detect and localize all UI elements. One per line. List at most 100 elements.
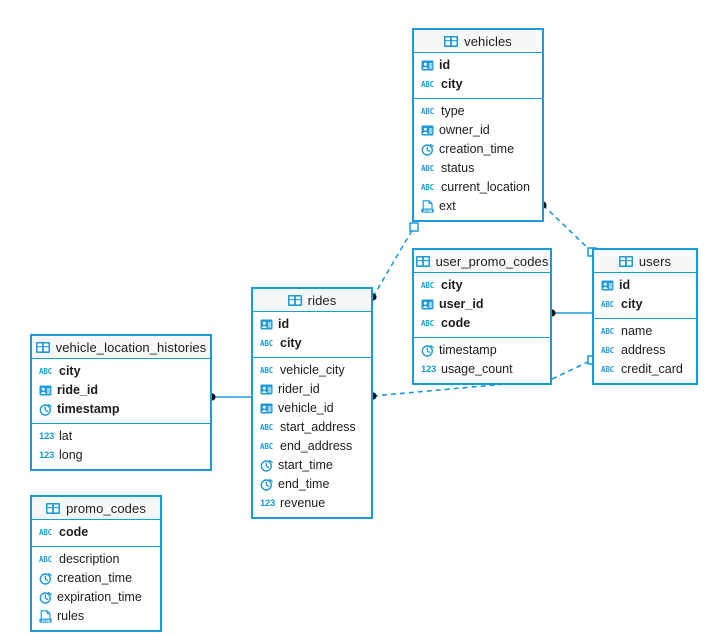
column-name: id xyxy=(278,317,290,332)
column-row[interactable]: owner_id xyxy=(414,121,542,140)
abc-text-icon: ABC xyxy=(421,163,434,173)
column-row[interactable]: user_id xyxy=(414,295,550,314)
table-header-users[interactable]: users xyxy=(594,250,696,273)
column-name: code xyxy=(59,525,89,540)
abc-text-icon: ABC xyxy=(39,527,52,537)
id-badge-icon xyxy=(260,383,273,396)
clock-icon xyxy=(39,591,52,604)
table-header-vehicles[interactable]: vehicles xyxy=(414,30,542,53)
column-row[interactable]: ABC status xyxy=(414,159,542,178)
clock-icon xyxy=(39,572,52,585)
column-name: city xyxy=(621,297,643,312)
column-name: creation_time xyxy=(439,142,515,157)
id-badge-icon xyxy=(421,298,434,311)
svg-text:JSON: JSON xyxy=(41,618,51,623)
column-row[interactable]: expiration_time xyxy=(32,588,160,607)
table-title: promo_codes xyxy=(66,500,146,516)
column-name: credit_card xyxy=(621,362,683,377)
abc-text-icon: ABC xyxy=(39,554,52,564)
abc-text-icon: ABC xyxy=(601,299,614,309)
column-row[interactable]: creation_time xyxy=(414,140,542,159)
column-row[interactable]: start_time xyxy=(253,456,371,475)
column-row[interactable]: vehicle_id xyxy=(253,399,371,418)
column-row[interactable]: ABC credit_card xyxy=(594,360,696,379)
column-row[interactable]: timestamp xyxy=(32,400,210,419)
column-row[interactable]: creation_time xyxy=(32,569,160,588)
column-row[interactable]: id xyxy=(594,276,696,295)
column-name: code xyxy=(441,316,471,331)
table-header-rides[interactable]: rides xyxy=(253,289,371,312)
table-title: vehicles xyxy=(464,33,512,49)
column-name: long xyxy=(59,448,83,463)
relationship-user_promo_codes-users xyxy=(548,309,592,317)
clock-icon xyxy=(421,143,434,156)
column-name: revenue xyxy=(280,496,326,511)
table-header-user_promo_codes[interactable]: user_promo_codes xyxy=(414,250,550,273)
table-grid-icon xyxy=(415,255,430,267)
column-row[interactable]: rider_id xyxy=(253,380,371,399)
column-name: rider_id xyxy=(278,382,320,397)
id-badge-icon xyxy=(421,124,434,137)
column-row[interactable]: ride_id xyxy=(32,381,210,400)
abc-text-icon: ABC xyxy=(260,422,273,432)
abc-text-icon: ABC xyxy=(260,441,273,451)
column-row[interactable]: ABC city xyxy=(594,295,696,314)
id-badge-icon xyxy=(39,384,52,397)
column-name: owner_id xyxy=(439,123,490,138)
table-grid-icon xyxy=(35,341,50,353)
clock-icon xyxy=(421,344,434,357)
abc-text-icon: ABC xyxy=(260,365,273,375)
id-badge-icon xyxy=(260,402,273,415)
column-row[interactable]: id xyxy=(414,56,542,75)
column-name: status xyxy=(441,161,475,176)
cardinality-one-square xyxy=(409,222,419,232)
column-row[interactable]: timestamp xyxy=(414,341,550,360)
abc-text-icon: ABC xyxy=(601,364,614,374)
id-badge-icon xyxy=(421,59,434,72)
column-row[interactable]: id xyxy=(253,315,371,334)
table-header-vehicle_location_histories[interactable]: vehicle_location_histories xyxy=(32,336,210,359)
column-name: user_id xyxy=(439,297,484,312)
abc-text-icon: ABC xyxy=(601,345,614,355)
relationship-rides-vehicles xyxy=(369,222,419,301)
column-name: vehicle_city xyxy=(280,363,345,378)
table-header-promo_codes[interactable]: promo_codes xyxy=(32,497,160,520)
id-badge-icon xyxy=(601,279,614,292)
abc-text-icon: ABC xyxy=(421,280,434,290)
column-row[interactable]: end_time xyxy=(253,475,371,494)
column-row[interactable]: ABC vehicle_city xyxy=(253,361,371,380)
123-number-icon: 123 xyxy=(39,430,54,442)
column-row[interactable]: ABC code xyxy=(32,523,160,542)
primary-key-group: ABC code xyxy=(32,520,160,547)
